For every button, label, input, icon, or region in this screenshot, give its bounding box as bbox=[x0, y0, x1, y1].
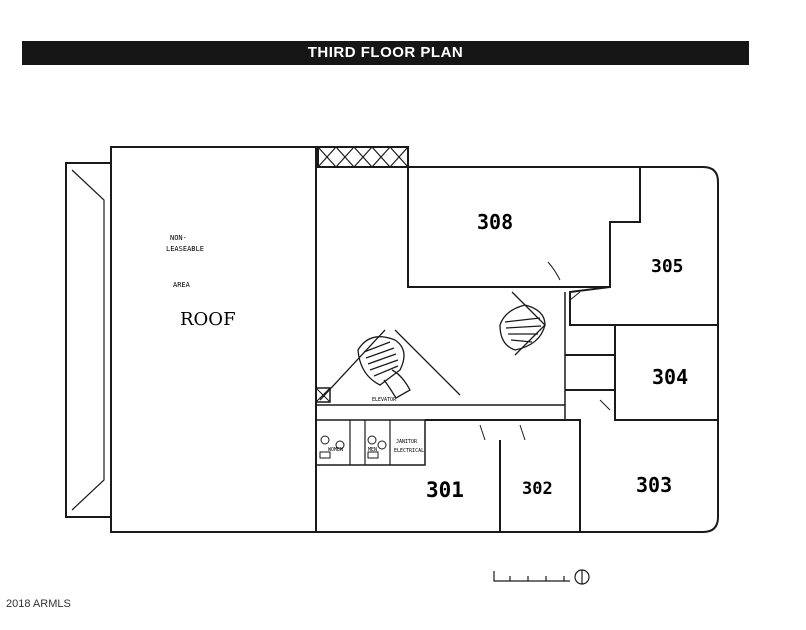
elevator-shaft bbox=[315, 387, 331, 403]
room-302-label: 302 bbox=[522, 479, 553, 499]
restroom-fixtures bbox=[319, 435, 387, 459]
lower-suites-outline bbox=[425, 419, 581, 532]
suite-308-outline bbox=[407, 167, 641, 288]
restrooms-block bbox=[315, 419, 426, 466]
copyright-footer: 2018 ARMLS bbox=[6, 598, 71, 610]
suite-305-outline bbox=[569, 167, 718, 326]
mens-restroom-label: MEN bbox=[368, 447, 377, 453]
non-leaseable-roof bbox=[110, 146, 317, 533]
non-leaseable-label-2: LEASEABLE bbox=[166, 245, 204, 253]
building-outline bbox=[315, 166, 719, 533]
hatch-pattern bbox=[317, 146, 409, 168]
womens-restroom-label: WOMEN bbox=[328, 447, 343, 453]
roof-edge-slope bbox=[71, 169, 105, 511]
stair-east bbox=[499, 304, 546, 351]
scale-bar bbox=[493, 569, 590, 585]
atrium-diagonal-walls bbox=[319, 329, 461, 401]
area-label: AREA bbox=[173, 281, 191, 289]
restroom-partitions bbox=[349, 420, 391, 465]
roof-label: ROOF bbox=[180, 309, 236, 330]
elevator-label: ELEVATOR bbox=[372, 397, 397, 403]
corridor bbox=[316, 292, 566, 421]
electrical-label: ELECTRICAL bbox=[394, 448, 424, 454]
room-303-label: 303 bbox=[636, 473, 672, 497]
stair-west bbox=[357, 336, 411, 399]
non-leaseable-label-1: NON- bbox=[170, 234, 187, 242]
room-305-label: 305 bbox=[651, 256, 684, 277]
door-swings bbox=[479, 261, 611, 441]
janitor-label: JANITOR bbox=[396, 439, 418, 445]
page-title: THIRD FLOOR PLAN bbox=[307, 44, 464, 61]
room-304-label: 304 bbox=[652, 365, 688, 389]
room-308-label: 308 bbox=[477, 210, 513, 234]
suite-304-outline bbox=[565, 325, 718, 421]
room-301-label: 301 bbox=[426, 478, 464, 502]
hatched-strip bbox=[317, 146, 409, 168]
title-bar: THIRD FLOOR PLAN bbox=[22, 41, 749, 65]
